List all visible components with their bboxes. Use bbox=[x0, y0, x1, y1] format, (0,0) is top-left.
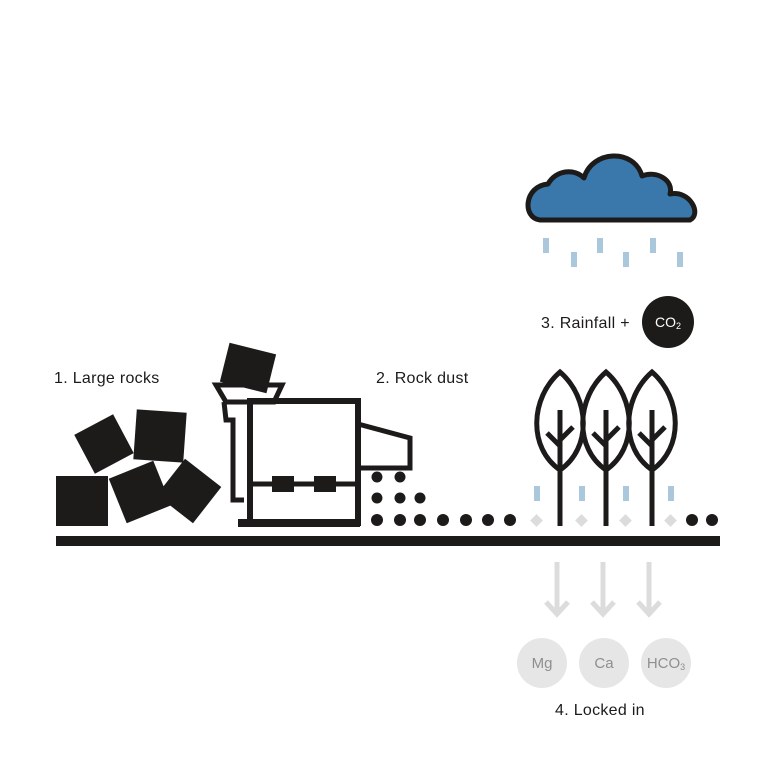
dust-dot bbox=[482, 514, 494, 526]
rock-dust-icon bbox=[371, 471, 718, 526]
dust-dot bbox=[437, 514, 449, 526]
ground-line bbox=[56, 536, 720, 546]
co2-circle bbox=[642, 296, 694, 348]
crusher-machine-icon bbox=[211, 342, 413, 527]
large-rocks-icon bbox=[56, 409, 222, 526]
diamond bbox=[575, 514, 588, 527]
dust-dot bbox=[686, 514, 698, 526]
cloud bbox=[525, 153, 698, 223]
tree-branch bbox=[637, 431, 654, 448]
raindrop bbox=[623, 252, 629, 267]
dust-dot bbox=[706, 514, 718, 526]
raindrop bbox=[597, 238, 603, 253]
dust-dot bbox=[460, 514, 472, 526]
raindrop bbox=[571, 252, 577, 267]
mineral-circle-hco3 bbox=[641, 638, 691, 688]
dust-dot bbox=[414, 492, 426, 504]
diamond bbox=[664, 514, 677, 527]
mineral-hco3-label: HCO3 bbox=[647, 655, 685, 672]
raindrop bbox=[534, 486, 540, 501]
mineral-ca-label: Ca bbox=[594, 655, 614, 672]
mineral-mg-label: Mg bbox=[532, 655, 553, 672]
rock bbox=[108, 460, 172, 524]
diamond bbox=[619, 514, 632, 527]
rock bbox=[133, 409, 187, 463]
trees-icon bbox=[534, 368, 678, 526]
raindrop bbox=[650, 238, 656, 253]
raindrop bbox=[543, 238, 549, 253]
raindrops-icon bbox=[543, 238, 683, 267]
tree-branch bbox=[591, 431, 608, 448]
diamond bbox=[530, 514, 543, 527]
crusher-body bbox=[247, 398, 361, 526]
raindrop bbox=[623, 486, 629, 501]
dust-dot bbox=[394, 492, 406, 504]
rain-cloud-icon bbox=[525, 153, 698, 223]
dust-dot bbox=[371, 492, 383, 504]
dust-dot bbox=[371, 514, 383, 526]
dust-dot bbox=[394, 471, 406, 483]
rock bbox=[56, 476, 108, 526]
down-arrows-icon bbox=[544, 562, 662, 618]
tree-branch bbox=[604, 425, 621, 442]
step2-label: 2. Rock dust bbox=[376, 370, 469, 387]
output-spout bbox=[357, 421, 413, 471]
rock bbox=[74, 414, 134, 474]
chute bbox=[221, 401, 244, 503]
arrow-head bbox=[544, 600, 570, 618]
crusher-block bbox=[272, 476, 294, 492]
dust-dot bbox=[371, 471, 383, 483]
arrow-head bbox=[590, 600, 616, 618]
arrow-head bbox=[636, 600, 662, 618]
raindrop bbox=[668, 486, 674, 501]
step1-label: 1. Large rocks bbox=[54, 370, 160, 387]
incoming-rock bbox=[219, 342, 277, 394]
mineral-circle-mg bbox=[517, 638, 567, 688]
mineral-circle-ca bbox=[579, 638, 629, 688]
raindrop bbox=[579, 486, 585, 501]
step3-label: 3. Rainfall + bbox=[541, 315, 630, 332]
co2-label: CO2 bbox=[655, 314, 681, 331]
minerals-group: Mg Ca HCO3 bbox=[517, 638, 691, 688]
crusher-block bbox=[314, 476, 336, 492]
ground-raindrops-icon bbox=[534, 486, 674, 501]
raindrop bbox=[677, 252, 683, 267]
dust-dot bbox=[394, 514, 406, 526]
rock bbox=[156, 458, 222, 524]
crusher-base bbox=[238, 519, 360, 527]
tree-branch bbox=[558, 425, 575, 442]
dust-dot bbox=[414, 514, 426, 526]
dust-dot bbox=[504, 514, 516, 526]
tree-branch bbox=[545, 431, 562, 448]
step4-label: 4. Locked in bbox=[555, 702, 645, 719]
tree-branch bbox=[650, 425, 667, 442]
